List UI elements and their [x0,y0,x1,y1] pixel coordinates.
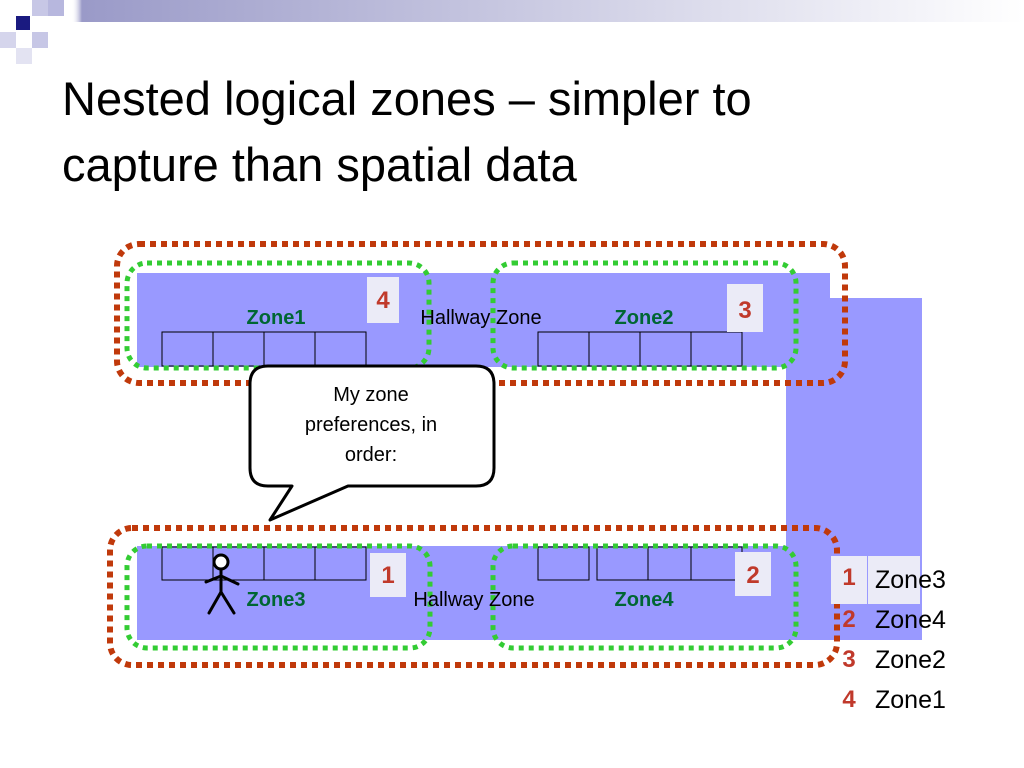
preference-rank: 2 [842,606,856,633]
zone4-boundary [490,543,799,651]
zone2-rank-badge [727,284,763,332]
zone2-rank: 3 [738,297,751,324]
speech-bubble [248,364,496,522]
preference-zone: Zone2 [875,646,946,674]
zone3-label: Zone3 [247,589,306,611]
slide-title: Nested logical zones – simpler to captur… [62,66,962,198]
preference-zone: Zone1 [875,686,946,714]
bottom-hallway-label: Hallway Zone [413,589,534,611]
pref-badge-panel [868,556,920,604]
zone4-rank-badge [735,552,771,596]
zone4-rank: 2 [746,562,759,589]
preference-item: 1 Zone3 [832,560,992,600]
zone1-rank-badge [367,277,399,323]
zone4-label: Zone4 [615,589,675,611]
speech-bubble-line-2: preferences, in [304,414,438,436]
preference-item: 2 Zone4 [832,600,992,640]
speech-bubble-line-3: order: [344,444,398,466]
preference-zone: Zone4 [875,606,946,634]
zone1-label: Zone1 [247,307,306,329]
speech-bubble-text: My zone preferences, in order: [262,380,480,470]
zone1-rank: 4 [376,287,390,314]
slide-title-line-2: capture than spatial data [62,138,577,191]
preference-rank: 4 [842,686,856,713]
zone3-rank: 1 [381,562,394,589]
preference-zone: Zone3 [875,566,946,594]
zone-preference-list: 1 Zone3 2 Zone4 3 Zone2 4 Zone1 [832,560,992,720]
bottom-hallway-floor [137,546,837,640]
zone3-rank-badge [370,553,406,597]
corner-logo-icon [0,0,1024,64]
speech-bubble-line-1: My zone [333,384,409,406]
top-hallway-floor [137,273,830,367]
pref-badge-1 [831,556,867,604]
preference-item: 4 Zone1 [832,680,992,720]
stick-figure-icon [204,553,240,615]
slide-title-line-1: Nested logical zones – simpler to [62,72,752,125]
preference-rank: 1 [842,564,856,591]
preference-item: 3 Zone2 [832,640,992,680]
zone2-label: Zone2 [615,307,674,329]
zone2-boundary [490,260,799,371]
zone3-boundary [124,543,433,651]
top-hallway-label: Hallway Zone [420,307,541,329]
preference-rank: 3 [842,646,856,673]
